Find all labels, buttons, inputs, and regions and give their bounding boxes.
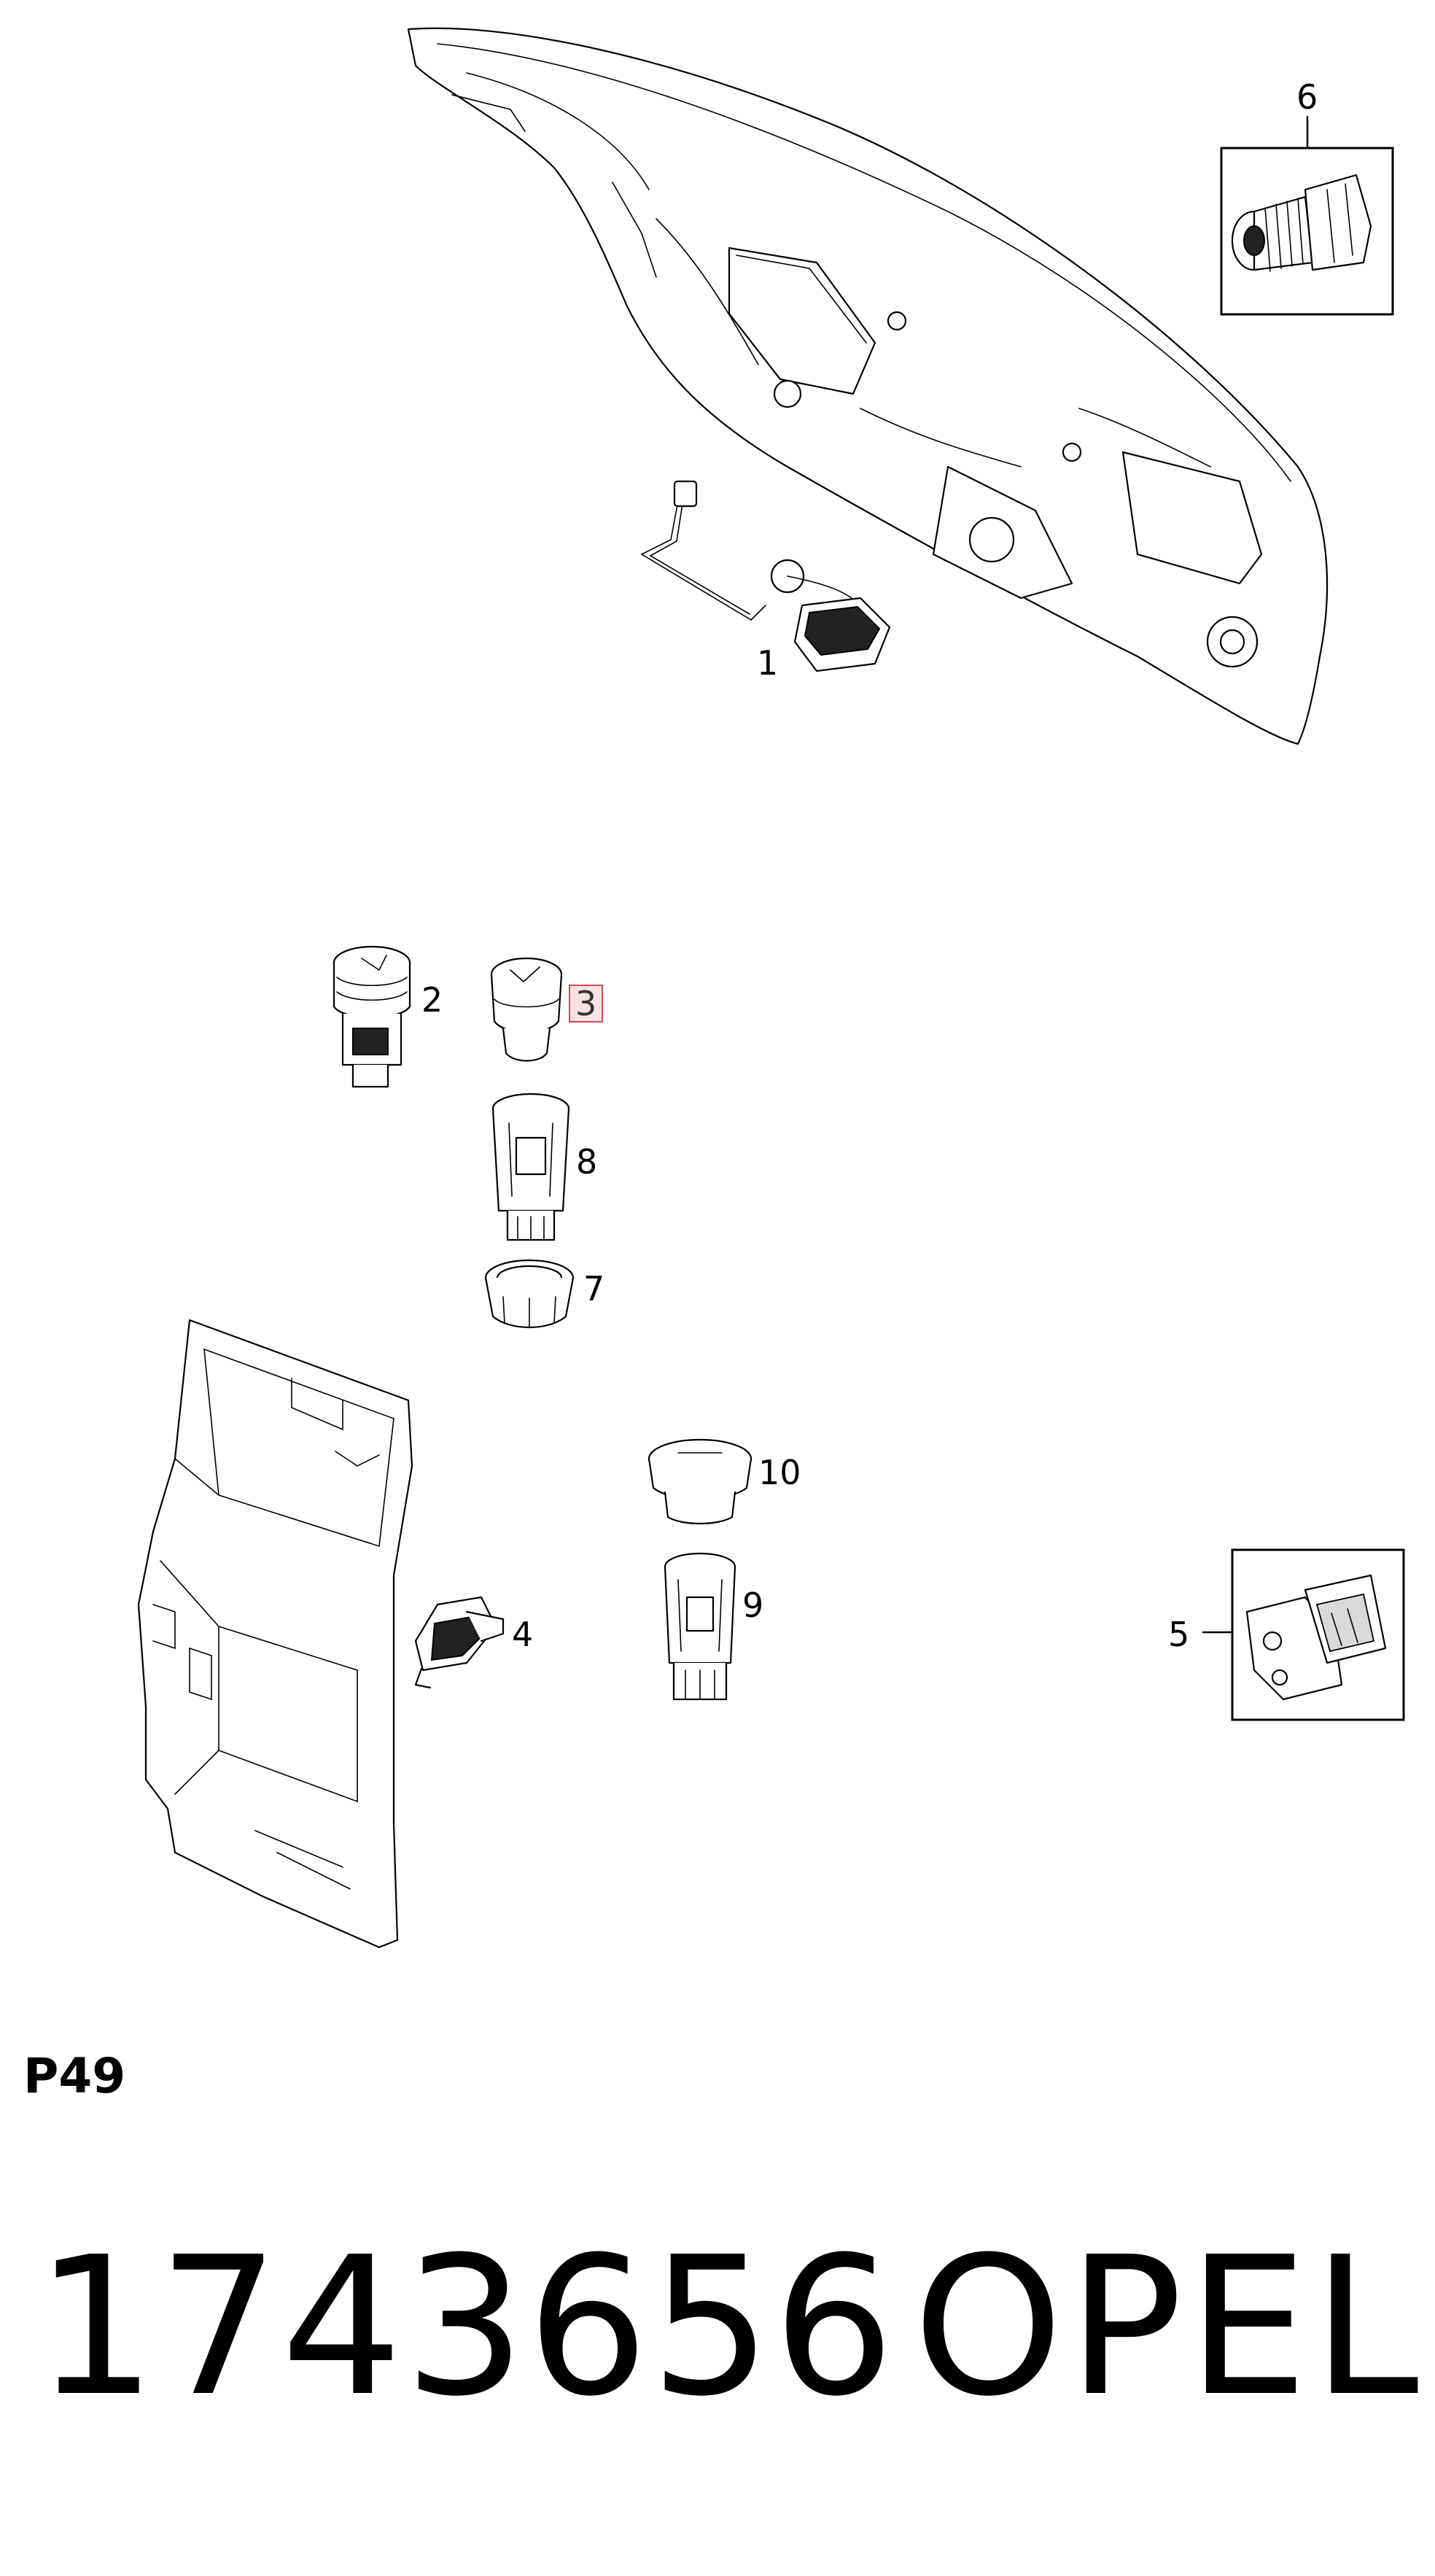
callout-10: 10	[758, 1453, 801, 1492]
part-3-drawing	[490, 957, 563, 1062]
callout-4: 4	[512, 1615, 534, 1654]
callout-1: 1	[757, 643, 779, 683]
part-number: 1743656	[35, 2216, 896, 2438]
section-code: P49	[23, 2048, 126, 2104]
licence-lamp-drawing	[640, 480, 891, 672]
part-10-drawing	[648, 1438, 752, 1525]
part-4-drawing	[414, 1596, 505, 1689]
part-6-box	[1220, 115, 1394, 316]
callout-9: 9	[742, 1586, 764, 1625]
console-panel-drawing	[137, 1319, 413, 1949]
callout-5: 5	[1168, 1615, 1190, 1654]
part-7-drawing	[484, 1259, 575, 1328]
part-8-drawing	[491, 1093, 570, 1241]
callout-3-highlighted: 3	[569, 985, 604, 1023]
brand-name: OPEL	[913, 2216, 1423, 2438]
callout-2: 2	[421, 980, 443, 1020]
part-5-box	[1202, 1548, 1405, 1721]
tailgate-drawing	[407, 27, 1329, 745]
callout-8: 8	[576, 1142, 598, 1182]
callout-7: 7	[583, 1269, 605, 1308]
part-9-drawing	[664, 1552, 736, 1701]
callout-6: 6	[1296, 77, 1318, 117]
part-2-drawing	[332, 945, 411, 1088]
